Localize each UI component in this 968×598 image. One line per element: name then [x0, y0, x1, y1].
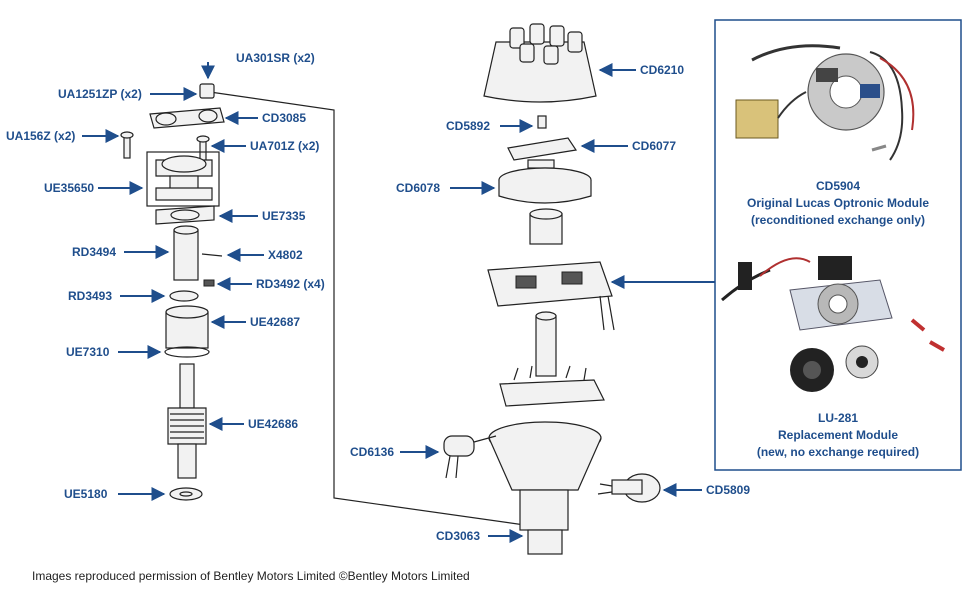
module-panel	[714, 19, 962, 471]
label-cd6136: CD6136	[350, 445, 394, 459]
label-ue42687: UE42687	[250, 315, 300, 329]
label-ua701z: UA701Z (x2)	[250, 139, 319, 153]
label-rd3494: RD3494	[72, 245, 116, 259]
label-ue7335: UE7335	[262, 209, 306, 223]
leader-arrows	[82, 62, 715, 543]
drive-assembly-drawing	[120, 83, 225, 501]
label-x4802: X4802	[268, 248, 303, 262]
label-ua301sr: UA301SR (x2)	[236, 51, 315, 65]
cd5904-module-picture	[735, 44, 915, 161]
cd5904-code: CD5904	[816, 179, 860, 193]
label-ue5180: UE5180	[64, 487, 108, 501]
lu281-title: Replacement Module	[778, 428, 898, 442]
cd5904-title: Original Lucas Optronic Module	[747, 196, 929, 210]
panel-captions: CD5904 Original Lucas Optronic Module (r…	[747, 179, 929, 459]
label-ua156z: UA156Z (x2)	[6, 129, 75, 143]
cd5904-note: (reconditioned exchange only)	[751, 213, 925, 227]
label-cd5809: CD5809	[706, 483, 750, 497]
distributor-drawing	[443, 23, 661, 555]
label-ue7310: UE7310	[66, 345, 110, 359]
label-rd3493: RD3493	[68, 289, 112, 303]
label-cd5892: CD5892	[446, 119, 490, 133]
lu281-code: LU-281	[818, 411, 858, 425]
label-ue42686: UE42686	[248, 417, 298, 431]
copyright-credit: Images reproduced permission of Bentley …	[32, 569, 470, 583]
label-rd3492: RD3492 (x4)	[256, 277, 325, 291]
lu281-module-picture	[721, 256, 945, 392]
lu281-note: (new, no exchange required)	[757, 445, 919, 459]
label-ua1251zp: UA1251ZP (x2)	[58, 87, 142, 101]
label-cd3063: CD3063	[436, 529, 480, 543]
label-cd3085: CD3085	[262, 111, 306, 125]
part-labels: UA301SR (x2) UA1251ZP (x2) CD3085 UA156Z…	[6, 51, 750, 543]
label-cd6078: CD6078	[396, 181, 440, 195]
label-cd6077: CD6077	[632, 139, 676, 153]
module-panel-border	[714, 19, 962, 471]
label-cd6210: CD6210	[640, 63, 684, 77]
connector-lines	[209, 91, 561, 531]
label-ue35650: UE35650	[44, 181, 94, 195]
